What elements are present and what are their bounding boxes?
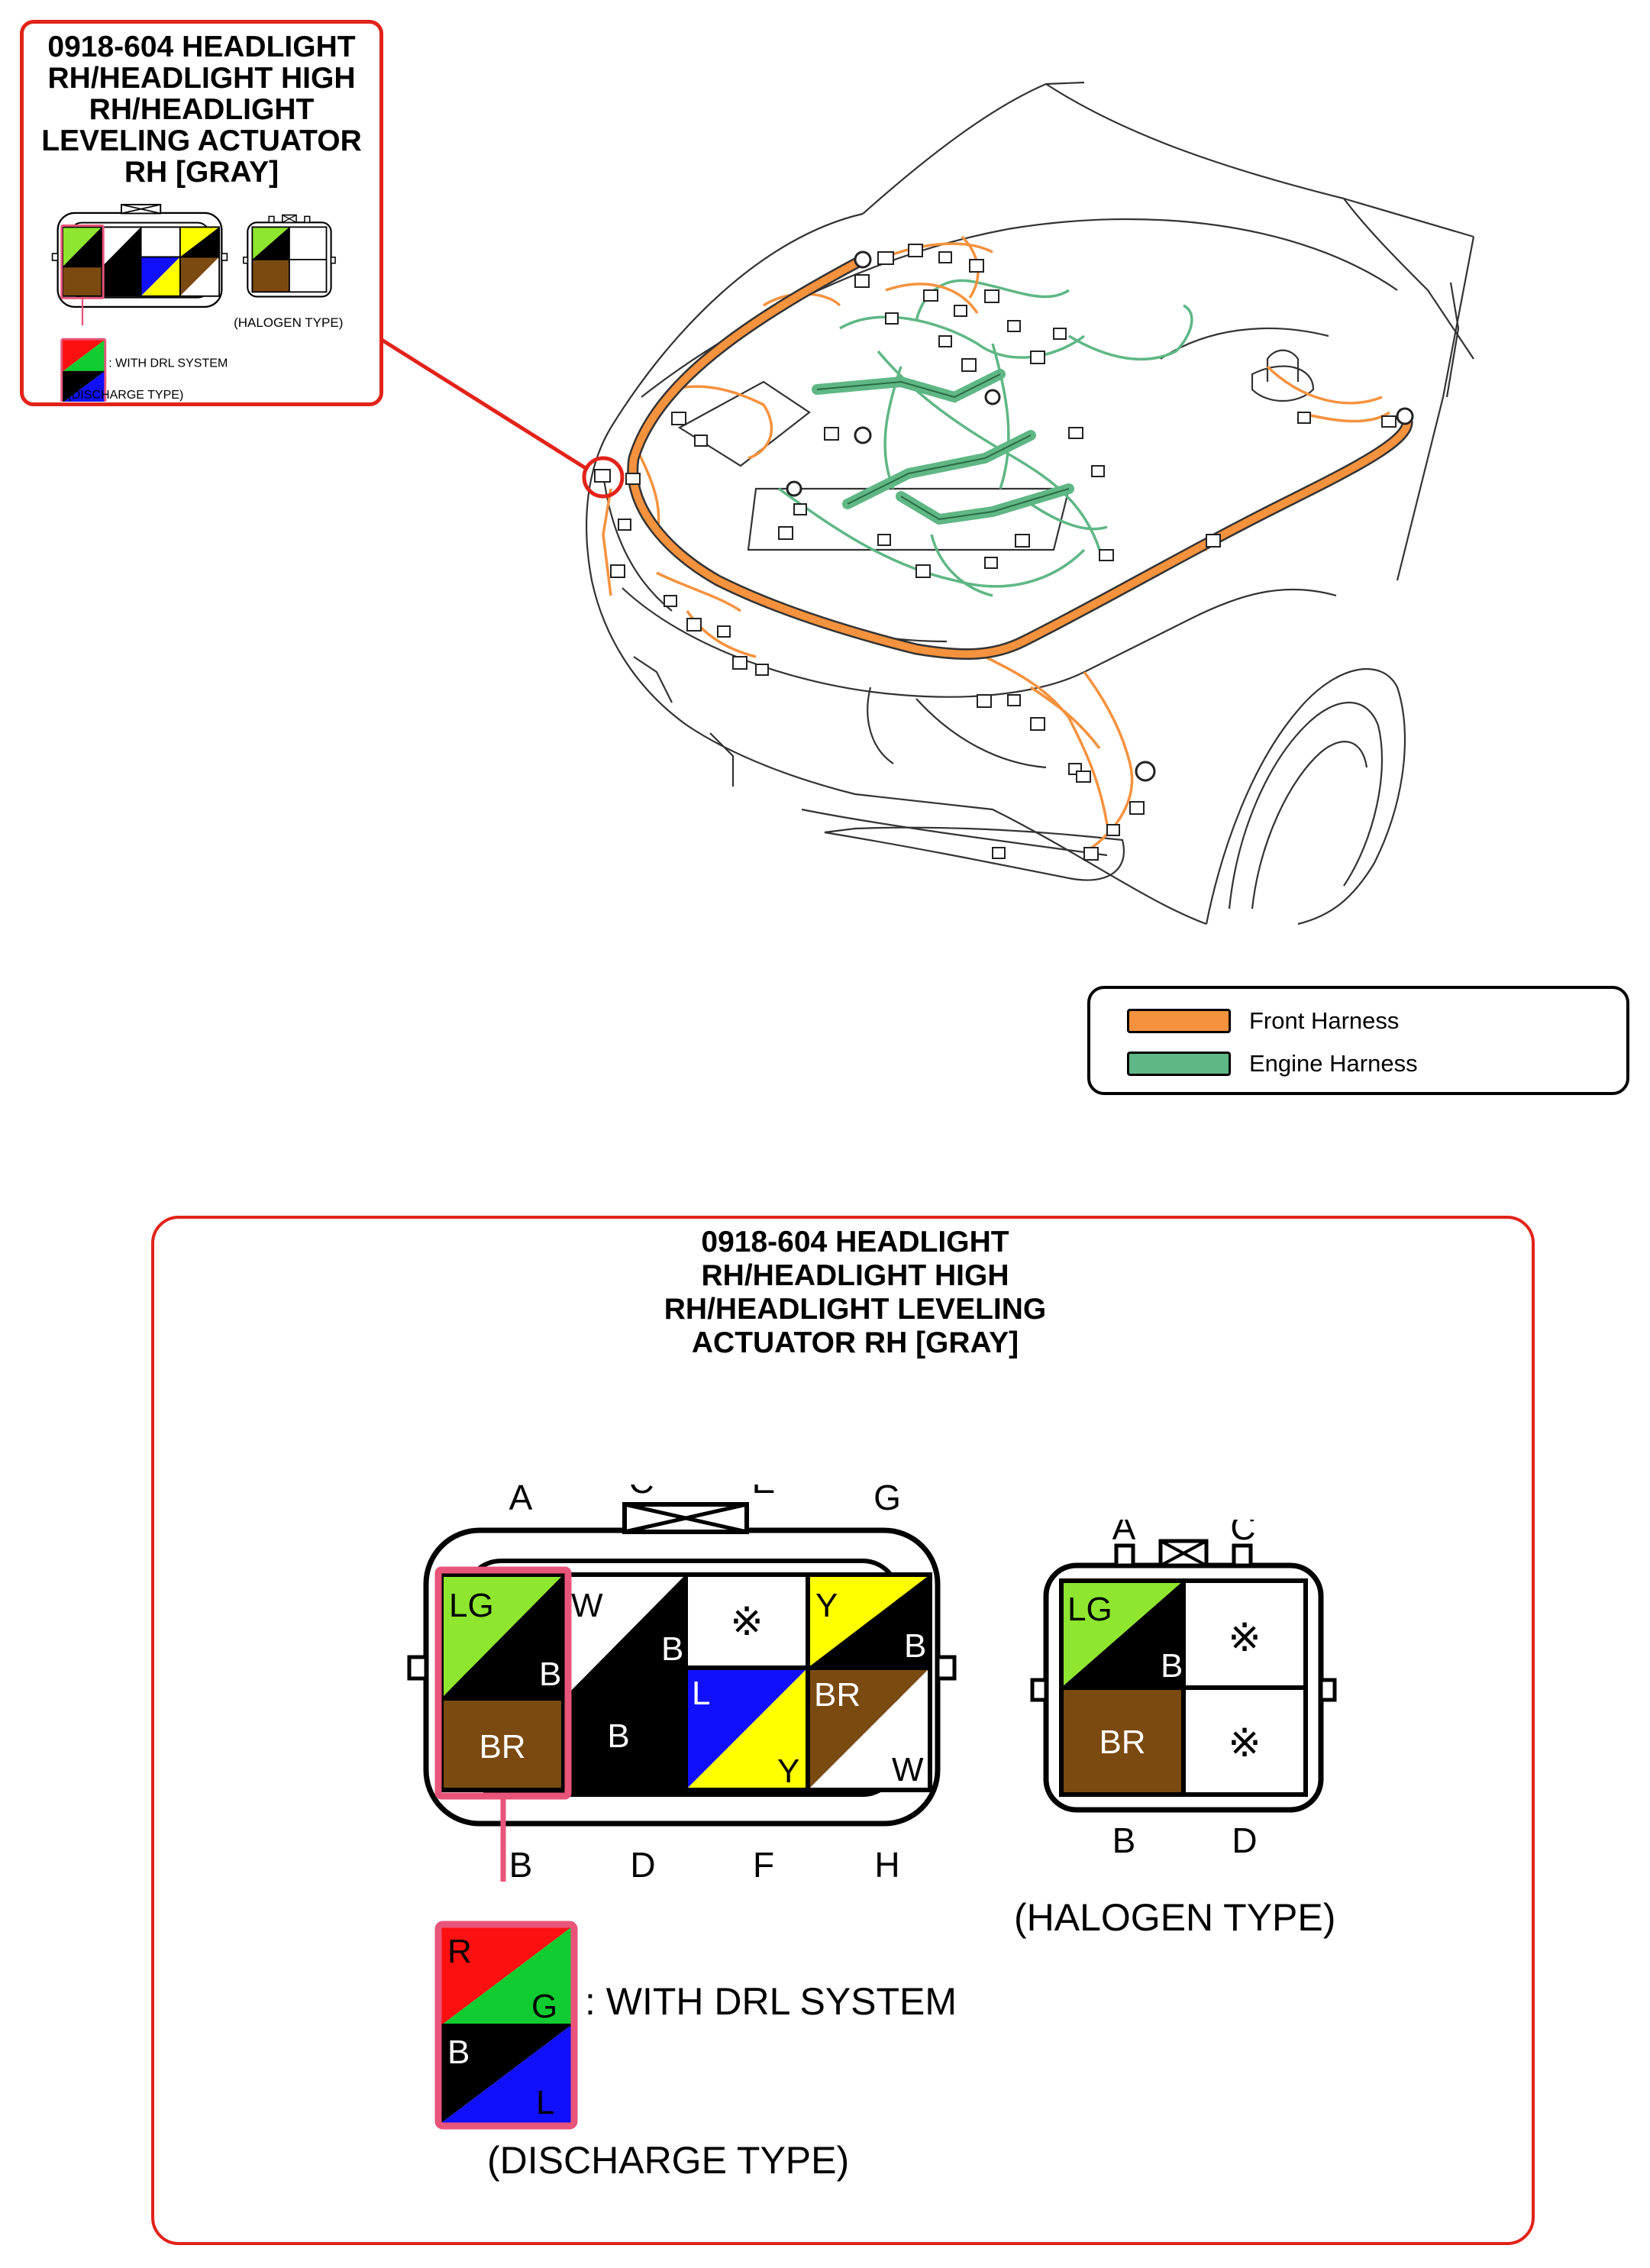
drl-pin-tr: G [531,1988,557,2025]
pin-f-label: F [753,1845,774,1885]
title-line-2: RH/HEADLIGHT HIGH [701,1259,1009,1293]
pin-b-label: B [509,1845,533,1885]
pin-e-wire: ※ [730,1600,764,1644]
pin-f-wire-top: L [692,1675,710,1712]
pin-d-wire: B [607,1717,629,1755]
halogen-pin-b-label: B [1112,1821,1136,1860]
engine-harness-trunk [812,369,1074,525]
halogen-pin-a-wire-top: LG [1067,1591,1112,1628]
pin-d-label: D [630,1845,655,1885]
inset-title-line-5: RH [GRAY] [124,155,279,189]
legend-item-engine-harness: Engine Harness [1127,1048,1418,1079]
halogen-pin-b-wire: BR [1099,1724,1145,1761]
pin-g-label: G [873,1485,901,1517]
halogen-pin-a-wire-bottom: B [1161,1647,1183,1685]
pin-h-label: H [874,1845,899,1885]
car-harness-illustration [380,81,1475,926]
engine-harness-wires [777,279,1193,597]
inset-discharge-connector: : WITH DRL SYSTEM (DISCHARGE TYPE) [51,203,228,402]
connector-title: 0918-604 HEADLIGHT RH/HEADLIGHT HIGH RH/… [534,1226,1176,1360]
harness-legend: Front Harness Engine Harness [1087,986,1629,1095]
legend-label-front-harness: Front Harness [1249,1007,1400,1034]
inset-title-line-3: RH/HEADLIGHT [89,92,315,126]
pin-c-wire-top: W [571,1587,603,1624]
inset-discharge-type-label: (DISCHARGE TYPE) [67,388,183,402]
inset-halogen-connector: (HALOGEN TYPE) [234,214,343,330]
pin-a-wire-bottom: B [539,1656,561,1693]
pin-b-wire: BR [479,1728,525,1766]
harness-connectors [610,244,1397,861]
title-line-4: ACTUATOR RH [GRAY] [691,1326,1019,1360]
title-line-3: RH/HEADLIGHT LEVELING [664,1293,1047,1326]
connector-detail-box [151,1216,1535,2245]
pin-h-wire-bottom: W [892,1751,924,1788]
pin-g-wire-bottom: B [904,1627,926,1665]
drl-pin-swatch: R G B L [438,1924,574,2126]
halogen-pin-c-wire: ※ [1228,1616,1261,1660]
pin-a-wire-top: LG [449,1587,494,1624]
halogen-connector-diagram: A C LG B BR ※ ※ B D (HALOGEN TYPE) [1014,1520,1413,1939]
legend-label-engine-harness: Engine Harness [1249,1050,1418,1077]
halogen-pin-d-wire: ※ [1228,1721,1261,1766]
pin-h-wire-top: BR [814,1676,861,1714]
engine-harness-swatch [1127,1052,1231,1076]
inset-title-line-1: 0918-604 HEADLIGHT [47,31,356,63]
pin-c-wire-bottom: B [661,1630,683,1668]
drl-pin-br: L [536,2084,554,2121]
halogen-type-label: (HALOGEN TYPE) [1014,1896,1335,1939]
halogen-pin-a-label: A [1112,1520,1136,1547]
pin-a-label: A [509,1485,533,1517]
harness-grommets [786,250,1414,782]
drl-pin-bl: B [447,2034,470,2071]
drl-pin-tl: R [447,1933,472,1970]
legend-item-front-harness: Front Harness [1127,1006,1399,1036]
pin-c-label: C [628,1485,654,1501]
inset-connector-title: 0918-604 HEADLIGHT RH/HEADLIGHT HIGH RH/… [21,31,382,189]
pin-g-wire-top: Y [815,1587,838,1624]
halogen-pin-d-label: D [1232,1821,1257,1860]
callout-line [380,338,589,472]
title-line-1: 0918-604 HEADLIGHT [701,1226,1009,1258]
pin-f-wire-bottom: Y [777,1753,799,1790]
callout-circle [582,456,625,499]
inset-title-line-4: LEVELING ACTUATOR [41,124,362,157]
inset-drl-note: : WITH DRL SYSTEM [108,357,228,370]
pin-e-label: E [752,1485,776,1501]
halogen-pin-c-label: C [1230,1520,1255,1547]
discharge-connector-diagram: A C E G LG B BR W B B ※ L Y Y B BR W B D… [403,1485,999,2182]
inset-title-line-2: RH/HEADLIGHT HIGH [47,61,356,95]
front-harness-swatch [1127,1009,1231,1033]
drl-note: : WITH DRL SYSTEM [585,1980,957,2023]
front-harness-trunk [627,254,1413,661]
discharge-type-label: (DISCHARGE TYPE) [487,2139,849,2182]
inset-halogen-type-label: (HALOGEN TYPE) [234,315,343,330]
